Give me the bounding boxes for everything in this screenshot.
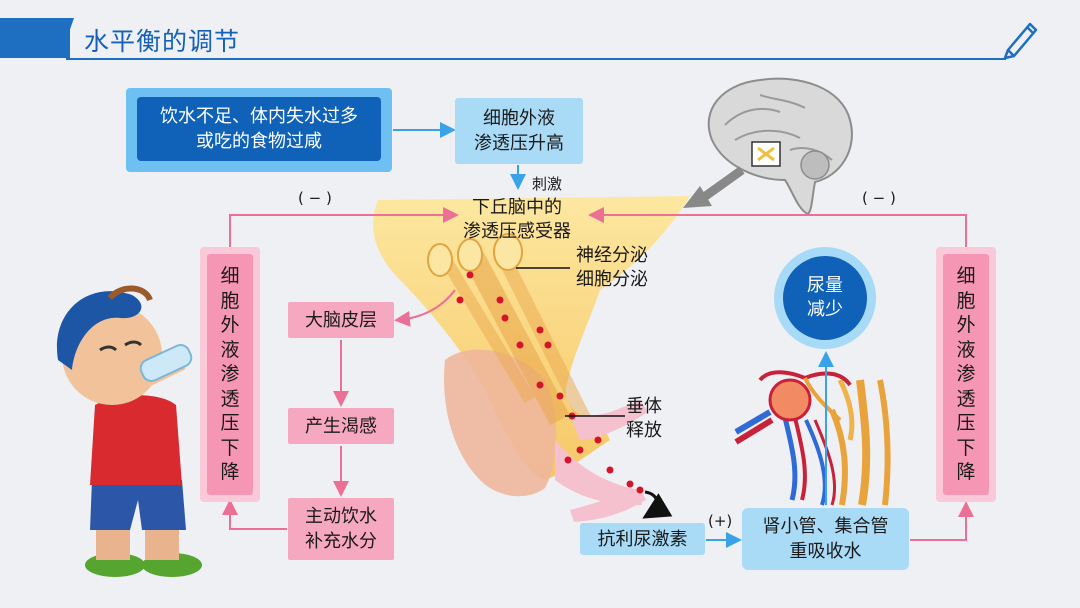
- vertical-char: 胞: [220, 289, 240, 312]
- vertical-char: 降: [220, 461, 240, 484]
- negative-feedback-right-label: ( − ): [862, 189, 896, 207]
- hypothalamus-pituitary-illustration: [373, 196, 690, 522]
- vertical-char: 渗: [220, 363, 240, 386]
- vertical-char: 液: [956, 338, 976, 361]
- adh-box: 抗利尿激素: [580, 523, 705, 555]
- header-accent-slant: [60, 18, 74, 58]
- negative-feedback-left-label: ( − ): [298, 189, 332, 207]
- vertical-char: 外: [220, 314, 240, 337]
- header-accent-bar: [0, 18, 70, 58]
- thirst-box: 产生渴感: [288, 408, 394, 444]
- positive-effect-label: (+): [708, 512, 733, 530]
- vertical-char: 下: [956, 436, 976, 459]
- kidney-illustration: [734, 370, 891, 506]
- hypothalamus-receptor-label: 下丘脑中的 渗透压感受器: [463, 197, 571, 242]
- vertical-char: 透: [220, 387, 240, 410]
- vertical-char: 压: [956, 412, 976, 435]
- page-title: 水平衡的调节: [84, 27, 241, 56]
- cause-text: 饮水不足、体内失水过多 或吃的食物过咸: [160, 106, 358, 152]
- cause-box: 饮水不足、体内失水过多 或吃的食物过咸: [137, 97, 381, 161]
- kidney-reabsorption-box: 肾小管、集合管 重吸收水: [742, 508, 909, 570]
- vertical-char: 降: [956, 461, 976, 484]
- adh-text: 抗利尿激素: [597, 528, 688, 550]
- pituitary-release-label: 垂体 释放: [626, 396, 662, 441]
- thirst-text: 产生渴感: [305, 415, 377, 437]
- osmotic-pressure-up-box: 细胞外液 渗透压升高: [455, 98, 583, 164]
- vertical-char: 渗: [956, 363, 976, 386]
- cerebral-cortex-text: 大脑皮层: [305, 309, 377, 331]
- urine-decrease-circle: 尿量 减少: [783, 256, 867, 340]
- urine-decrease-text: 尿量 减少: [807, 275, 843, 320]
- boy-drinking-illustration: [56, 285, 202, 577]
- kidney-reabsorption-text: 肾小管、集合管 重吸收水: [762, 516, 889, 562]
- neurosecretory-cell-label: 神经分泌 细胞分泌: [576, 245, 648, 290]
- vertical-char: 外: [956, 314, 976, 337]
- osmotic-pressure-up-text: 细胞外液 渗透压升高: [474, 108, 564, 154]
- title-underline: [66, 58, 1006, 60]
- brain-illustration: [683, 77, 853, 216]
- vertical-char: 下: [220, 436, 240, 459]
- drink-water-text: 主动饮水 补充水分: [305, 506, 377, 552]
- vertical-char: 液: [220, 338, 240, 361]
- vertical-char: 透: [956, 387, 976, 410]
- osmotic-pressure-down-left-box: 细 胞 外 液 渗 透 压 下 降: [207, 254, 253, 495]
- osmotic-pressure-down-right-box: 细 胞 外 液 渗 透 压 下 降: [943, 254, 989, 495]
- cerebral-cortex-box: 大脑皮层: [288, 302, 394, 338]
- stimulate-label: 刺激: [532, 175, 563, 193]
- vertical-char: 胞: [956, 289, 976, 312]
- vertical-char: 细: [956, 265, 976, 288]
- drink-water-box: 主动饮水 补充水分: [288, 498, 394, 560]
- vertical-char: 细: [220, 265, 240, 288]
- pen-icon: [1003, 22, 1038, 60]
- vertical-char: 压: [220, 412, 240, 435]
